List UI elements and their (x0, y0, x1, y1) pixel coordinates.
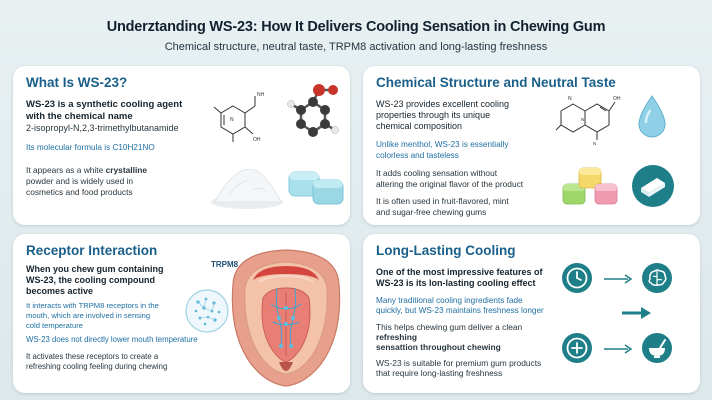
lead-line-2: with the chemical name (26, 111, 133, 122)
svg-text:OH: OH (253, 137, 261, 143)
card-heading: What Is WS-23? (26, 75, 128, 90)
card-heading: Chemical Structure and Neutral Taste (376, 75, 616, 90)
appearance-line-2: powder and is widely used in (26, 176, 134, 186)
lead-line-1: WS-23 provides excellent cooling (376, 99, 510, 109)
plus-circle-icon (562, 333, 592, 363)
svg-text:NH: NH (257, 92, 265, 98)
interacts-line-3: cold temperature (26, 321, 83, 330)
arrow-right-icon (622, 307, 651, 319)
card-receptor-interaction: Receptor Interaction When you chew gum c… (13, 234, 350, 393)
activates-line-1: It activates these receptors to create a (26, 352, 159, 361)
appearance-line-3: cosmetics and food products (26, 187, 133, 197)
molecular-formula: Its molecular formula is C10H21NO (26, 143, 155, 152)
page-title: Underztanding WS-23: How It Delivers Coo… (106, 19, 606, 35)
helps-line-2: refreshing (376, 332, 417, 342)
activates-line-2: refreshing cooling feeling during chewin… (26, 362, 168, 371)
many-line-1: Many traditional cooling ingredients fad… (376, 296, 523, 305)
svg-text:N: N (581, 117, 584, 122)
arrow-right-icon (604, 274, 633, 284)
lead-line-1: When you chew gum containing (26, 264, 164, 274)
card-long-lasting-cooling: Long-Lasting Cooling One of the most imp… (363, 234, 700, 393)
many-line-2: quickly, but WS-23 maintains freshness l… (376, 306, 544, 315)
lead-line-2: WS-23 is its lon-lasting cooling effect (376, 278, 536, 288)
used-line-2: and sugar-free chewing gums (376, 207, 487, 217)
lead-line-3: chemical composition (376, 121, 463, 131)
card-heading: Long-Lasting Cooling (376, 243, 516, 258)
arrow-right-icon (604, 344, 633, 354)
premium-line-1: WS-23 is suitable for premium gum produc… (376, 358, 542, 368)
svg-text:OH: OH (613, 96, 621, 102)
card-what-is-ws23: What Is WS-23? WS-23 is a synthetic cool… (13, 66, 350, 225)
menthol-line-2: colorless and tasteless (376, 151, 459, 160)
clock-icon (562, 263, 592, 293)
brain-icon (642, 263, 672, 293)
lead-line-2: WS-23, the cooling compound (26, 275, 155, 285)
used-line-1: It is often used in fruit-flavored, mint (376, 196, 509, 206)
lead-line-3: becomes active (26, 286, 94, 296)
svg-text:N: N (568, 96, 572, 102)
menthol-line-1: Unlike menthol, WS-23 is essentially (376, 140, 509, 149)
lead-line-1: WS-23 is a synthetic cooling agent (26, 99, 183, 110)
page-subtitle: Chemical structure, neutral taste, TRPM8… (164, 41, 548, 53)
molecule-structure-icon: OH N N N (555, 96, 621, 146)
chemical-name: 2-isopropyl-N,2,3-trimethylbutanamide (26, 123, 179, 133)
ball-stick-molecule-icon (287, 84, 339, 137)
trpm8-label: TRPM8 (211, 260, 239, 269)
interacts-line-2: mouth, which are involved in sensing (26, 311, 151, 320)
gum-pieces-icon (288, 171, 344, 205)
gum-stick-icon (632, 165, 674, 207)
adds-line-1: It adds cooling sensation without (376, 168, 498, 178)
card-chemical-structure: Chemical Structure and Neutral Taste WS-… (363, 66, 700, 225)
appearance-line-1: It appears as a white crystalline (26, 165, 148, 175)
receptor-magnify-icon (185, 289, 229, 333)
lead-line-2: properties through its unique (376, 110, 491, 120)
lead-line-1: One of the most impressive features of (376, 267, 543, 277)
svg-text:N: N (230, 117, 234, 123)
mouth-cross-section-icon (231, 249, 341, 387)
card-heading: Receptor Interaction (26, 243, 158, 258)
lower-temp-note: WS-23 does not directly lower mouth temp… (26, 335, 198, 344)
colored-gum-cubes-icon (562, 167, 618, 205)
premium-line-2: that require long-lasting freshness (376, 368, 503, 378)
mortar-bowl-icon (642, 333, 672, 363)
white-powder-icon (211, 168, 283, 209)
svg-text:N: N (593, 141, 596, 146)
adds-line-2: altering the original flavor of the prod… (376, 179, 524, 189)
helps-line-3: sensattion throughout chewing (376, 342, 501, 352)
molecule-structure-icon: NH OH N (213, 92, 265, 143)
water-drop-icon (638, 95, 666, 138)
interacts-line-1: It interacts with TRPM8 receptors in the (26, 301, 159, 310)
helps-line-1: This helps chewing gum deliver a clean (376, 322, 523, 332)
